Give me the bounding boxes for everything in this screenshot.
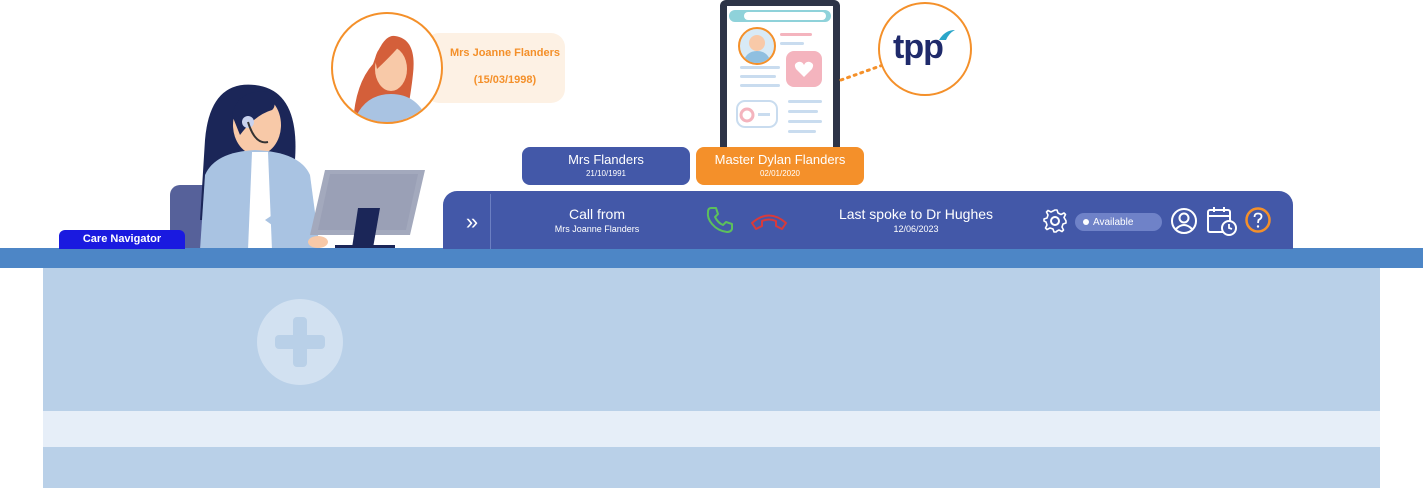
caller-card [425,33,565,103]
patient-tab-dob: 02/01/2020 [759,169,801,178]
tablet-line [788,130,816,133]
connector-dots [839,63,885,82]
last-spoke-label: Last spoke to Dr Hughes [838,206,994,222]
tablet-line [740,84,780,87]
tablet-line [780,33,812,36]
phone-hangup-icon[interactable] [750,208,788,234]
tpp-logo-text: tpp [893,28,944,66]
care-navigator-illustration [170,84,425,250]
patient-tab-name: Mrs Flanders [568,152,644,167]
calendar-clock-icon[interactable] [1206,205,1238,237]
caller-dob: (15/03/1998) [473,74,537,86]
tablet-chart-card [736,100,778,128]
call-label: Call from [568,206,625,222]
tablet-line [788,100,822,103]
tablet-search-field [744,12,826,20]
caller-avatar [331,12,443,124]
patient-tab-dylan-flanders[interactable]: Master Dylan Flanders 02/01/2020 [696,147,864,185]
chevron-double-right-icon[interactable]: » [454,194,491,249]
caller-name: Mrs Joanne Flanders [449,47,561,59]
tablet-line [788,120,822,123]
status-toggle[interactable]: Available [1075,213,1162,231]
tpp-logo [878,2,972,96]
swoosh-icon [939,30,955,40]
desk-stripe [43,411,1380,447]
medical-cross-icon [257,299,343,385]
tablet-line [780,42,804,45]
desk-front [43,268,1380,488]
heart-icon [786,51,822,87]
call-caller-name: Mrs Joanne Flanders [554,224,640,234]
status-dot [1083,219,1089,225]
patient-tab-dob: 21/10/1991 [585,169,627,178]
user-icon[interactable] [1170,207,1198,235]
phone-answer-icon[interactable] [704,204,736,236]
help-icon[interactable] [1245,207,1271,233]
tablet-line [740,66,780,69]
patient-tab-mrs-flanders[interactable]: Mrs Flanders 21/10/1991 [522,147,690,185]
desk-top [0,248,1423,268]
gear-icon[interactable] [1042,208,1068,234]
tablet-line [740,75,776,78]
status-label: Available [1093,216,1134,228]
child-avatar-icon [738,27,776,65]
tablet-line [788,110,818,113]
role-badge: Care Navigator [59,230,185,249]
patient-tab-name: Master Dylan Flanders [714,152,846,167]
last-spoke-date: 12/06/2023 [893,224,939,234]
